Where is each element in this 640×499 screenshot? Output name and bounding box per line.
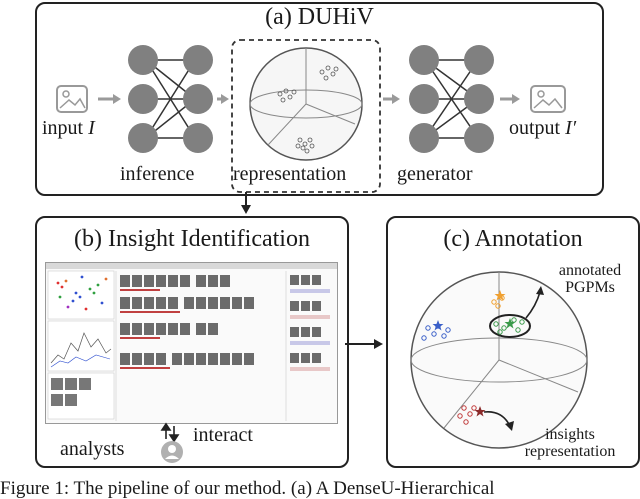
annotation-sphere-diagram [410, 271, 588, 449]
green-star-icon [504, 318, 516, 329]
insights-label-line1: insights [545, 426, 595, 443]
annotated-label-line1: annotated [558, 262, 622, 279]
insights-representation-label: insights representation [512, 426, 628, 460]
interact-label: interact [193, 424, 253, 446]
arrow-inference-to-representation [217, 94, 229, 104]
inference-network [128, 45, 213, 153]
output-symbol: I′ [565, 117, 577, 139]
analysts-interaction-icons [160, 422, 183, 463]
input-symbol: I [88, 117, 95, 139]
duhiv-diagram [56, 39, 566, 214]
input-image-icon [56, 85, 88, 113]
annotated-pgpms-label: annotated PGPMs [550, 262, 630, 296]
analysts-label: analysts [60, 438, 125, 460]
representation-label: representation [233, 163, 347, 185]
blue-star-icon [432, 320, 444, 331]
interact-arrows-icon [160, 422, 180, 443]
insights-label-line2: representation [524, 443, 616, 460]
generator-network [409, 45, 494, 153]
arrow-input-to-inference [98, 94, 121, 104]
panel-annotation-title: (c) Annotation [443, 226, 583, 252]
figure-caption: Figure 1: The pipeline of our method. (a… [0, 478, 495, 499]
insight-ui-thumbnail [45, 262, 338, 424]
orange-star-icon [494, 290, 506, 301]
generator-label: generator [397, 163, 473, 185]
output-label-text: output [509, 117, 561, 139]
representation-sphere [249, 47, 363, 161]
arrow-representation-to-insight [241, 192, 251, 214]
input-label: input I [42, 117, 95, 139]
panel-duhiv-title: (a) DUHiV [265, 4, 374, 30]
output-label: output I′ [509, 117, 576, 139]
arrow-insight-to-annotation [345, 339, 383, 349]
representation-box [231, 39, 381, 193]
panel-insight-title: (b) Insight Identification [74, 226, 310, 252]
annotated-pgpm-outline [489, 314, 531, 338]
arrow-representation-to-generator [383, 94, 400, 104]
insight-ui-thumbnail-drawing [46, 263, 337, 421]
annotated-label-line2: PGPMs [565, 279, 615, 296]
input-label-text: input [42, 117, 84, 139]
user-icon [161, 441, 183, 463]
blue-cluster [421, 323, 451, 341]
arrow-generator-to-output [500, 94, 520, 104]
red-cluster [457, 405, 477, 425]
inference-label: inference [120, 163, 195, 185]
output-image-icon [530, 85, 566, 113]
red-star-icon [474, 406, 486, 417]
